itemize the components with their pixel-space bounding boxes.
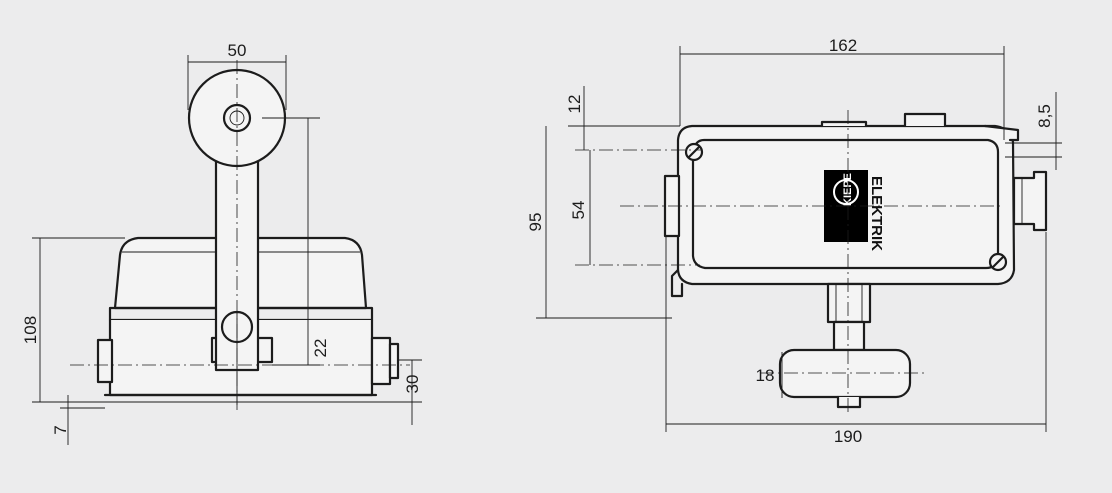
dim-offset-bottom: 7 [51, 395, 105, 445]
dim-height-total: 108 [21, 237, 125, 403]
dim-width-total-label: 190 [834, 427, 862, 446]
brand-subtitle: ELEKTRIK [868, 176, 885, 251]
dim-height-body-label: 95 [526, 213, 545, 232]
dim-bracket-thickness: 8,5 [1035, 92, 1057, 170]
brand-logo: KIEPE ELEKTRIK [824, 170, 885, 251]
dim-height-axis-label: 22 [311, 339, 330, 358]
dim-offset-bottom-label: 7 [51, 425, 70, 434]
dim-height-axis: 22 [262, 117, 330, 366]
dim-width-top-label: 50 [228, 41, 247, 60]
left-view: 50 108 22 30 7 [21, 41, 422, 445]
dim-width-body: 162 [679, 36, 1005, 140]
roller-front [778, 348, 912, 399]
dim-height-flange: 12 [565, 86, 680, 150]
dim-bracket-thickness-label: 8,5 [1035, 104, 1054, 128]
dim-width-body-label: 162 [829, 36, 857, 55]
dim-width-total: 190 [665, 232, 1047, 446]
dim-height-flange-label: 12 [565, 95, 584, 114]
cable-gland-left [96, 338, 114, 384]
dim-height-conduit-label: 30 [403, 375, 422, 394]
dim-height-mount: 54 [569, 150, 591, 265]
dim-width-top: 50 [187, 41, 287, 110]
dim-roller-width: 18 [756, 352, 783, 398]
dim-roller-width-label: 18 [756, 366, 775, 385]
dim-height-conduit: 30 [376, 359, 422, 425]
dim-height-mount-label: 54 [569, 201, 588, 220]
gland-right [1012, 170, 1048, 232]
dim-height-body: 95 [526, 126, 672, 319]
dim-height-total-label: 108 [21, 316, 40, 344]
cable-gland-right [370, 336, 392, 386]
shaft [826, 282, 872, 324]
right-view: KIEPE ELEKTRIK 162 12 54 [526, 36, 1062, 446]
